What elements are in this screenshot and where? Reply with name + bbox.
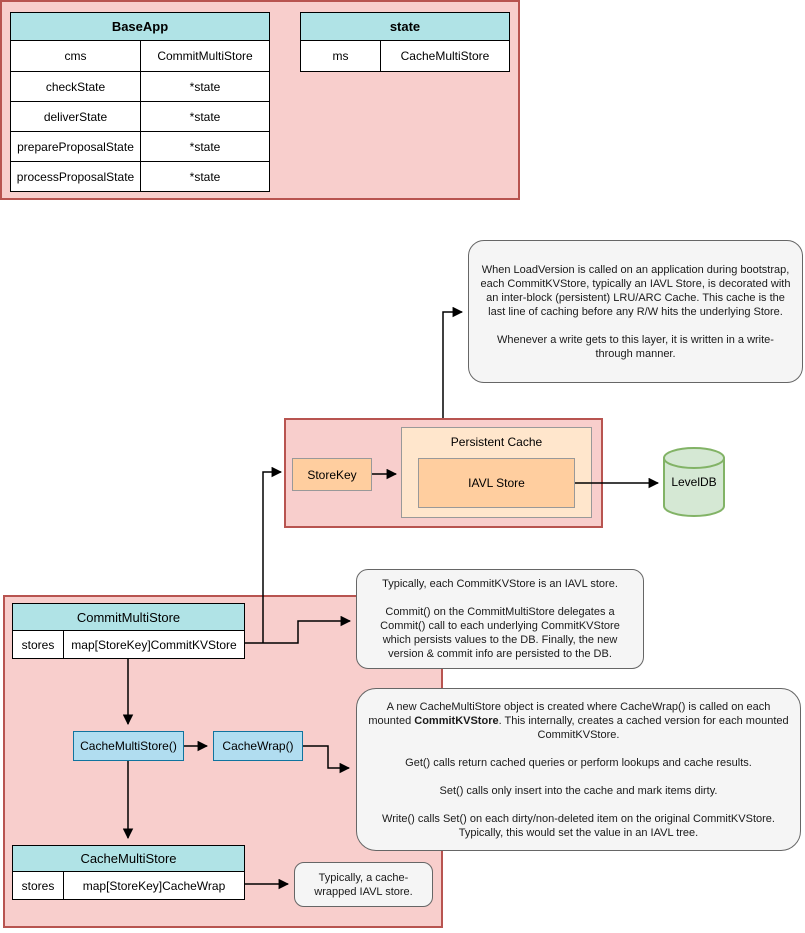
note-cache-wrapped-iavl: Typically, a cache-wrapped IAVL store. — [294, 862, 433, 907]
leveldb-label: LevelDB — [671, 475, 717, 489]
note-commit-delegation: Typically, each CommitKVStore is an IAVL… — [356, 569, 644, 669]
leveldb-cylinder: LevelDB — [662, 446, 726, 518]
storekey-box: StoreKey — [292, 458, 372, 491]
note-paragraph: Whenever a write gets to this layer, it … — [497, 333, 774, 360]
note-text: A new CacheMultiStore object is created … — [368, 700, 771, 727]
note-paragraph: Typically, a cache-wrapped IAVL store. — [314, 871, 413, 898]
field-name: stores — [21, 637, 55, 652]
table-row: deliverState *state — [11, 101, 269, 131]
field-type: map[StoreKey]CacheWrap — [63, 872, 244, 899]
table-row: checkState *state — [11, 71, 269, 101]
cache-multistore-table: CacheMultiStore stores map[StoreKey]Cach… — [12, 845, 245, 900]
table-row: ms CacheMultiStore — [301, 41, 509, 71]
iavl-store-box: IAVL Store — [418, 458, 575, 508]
cache-multistore-table-title: CacheMultiStore — [13, 846, 244, 872]
persistent-cache-label: Persistent Cache — [450, 435, 543, 449]
state-table: state ms CacheMultiStore — [300, 12, 510, 72]
field-type: map[StoreKey]CommitKVStore — [63, 631, 244, 658]
field-name: stores — [21, 878, 55, 893]
note-paragraph: Get() calls return cached queries or per… — [405, 756, 752, 769]
database-cylinder-icon — [663, 447, 725, 517]
note-paragraph: Set() calls only insert into the cache a… — [439, 784, 718, 797]
commit-multistore-table: CommitMultiStore stores map[StoreKey]Com… — [12, 603, 245, 659]
field-name: ms — [332, 49, 349, 63]
field-type: CommitMultiStore — [140, 41, 269, 71]
note-paragraph: When LoadVersion is called on an applica… — [480, 263, 791, 318]
baseapp-table: BaseApp cms CommitMultiStore checkState … — [10, 12, 270, 192]
arrow-cache-panel-to-loadversion-note — [442, 306, 464, 418]
field-type: *state — [140, 132, 269, 161]
field-name: checkState — [45, 79, 106, 94]
table-row: prepareProposalState *state — [11, 131, 269, 161]
table-row: processProposalState *state — [11, 161, 269, 191]
note-paragraph: Commit() on the CommitMultiStore delegat… — [380, 606, 620, 660]
commit-multistore-table-title: CommitMultiStore — [13, 604, 244, 631]
note-paragraph: Write() calls Set() on each dirty/non-de… — [382, 812, 775, 839]
field-name: processProposalState — [16, 169, 135, 184]
note-text-bold: CommitKVStore — [414, 714, 499, 727]
note-load-version: When LoadVersion is called on an applica… — [468, 240, 803, 383]
table-row: stores map[StoreKey]CacheWrap — [13, 872, 244, 899]
table-row: stores map[StoreKey]CommitKVStore — [13, 631, 244, 658]
field-type: CacheMultiStore — [380, 41, 509, 71]
note-paragraph: Typically, each CommitKVStore is an IAVL… — [382, 578, 618, 590]
field-name: prepareProposalState — [17, 139, 134, 154]
field-type: *state — [140, 162, 269, 191]
table-row: cms CommitMultiStore — [11, 41, 269, 71]
field-name: cms — [64, 49, 87, 63]
baseapp-table-title: BaseApp — [11, 13, 269, 41]
note-text: . This internally, creates a cached vers… — [498, 714, 789, 741]
field-name: deliverState — [43, 109, 108, 124]
cache-wrap-fn-box: CacheWrap() — [213, 731, 303, 761]
cache-multistore-fn-box: CacheMultiStore() — [73, 731, 184, 761]
note-cachewrap-behaviour: A new CacheMultiStore object is created … — [356, 688, 801, 851]
field-type: *state — [140, 102, 269, 131]
field-type: *state — [140, 72, 269, 101]
state-table-title: state — [301, 13, 509, 41]
note-paragraph: A new CacheMultiStore object is created … — [367, 700, 790, 742]
